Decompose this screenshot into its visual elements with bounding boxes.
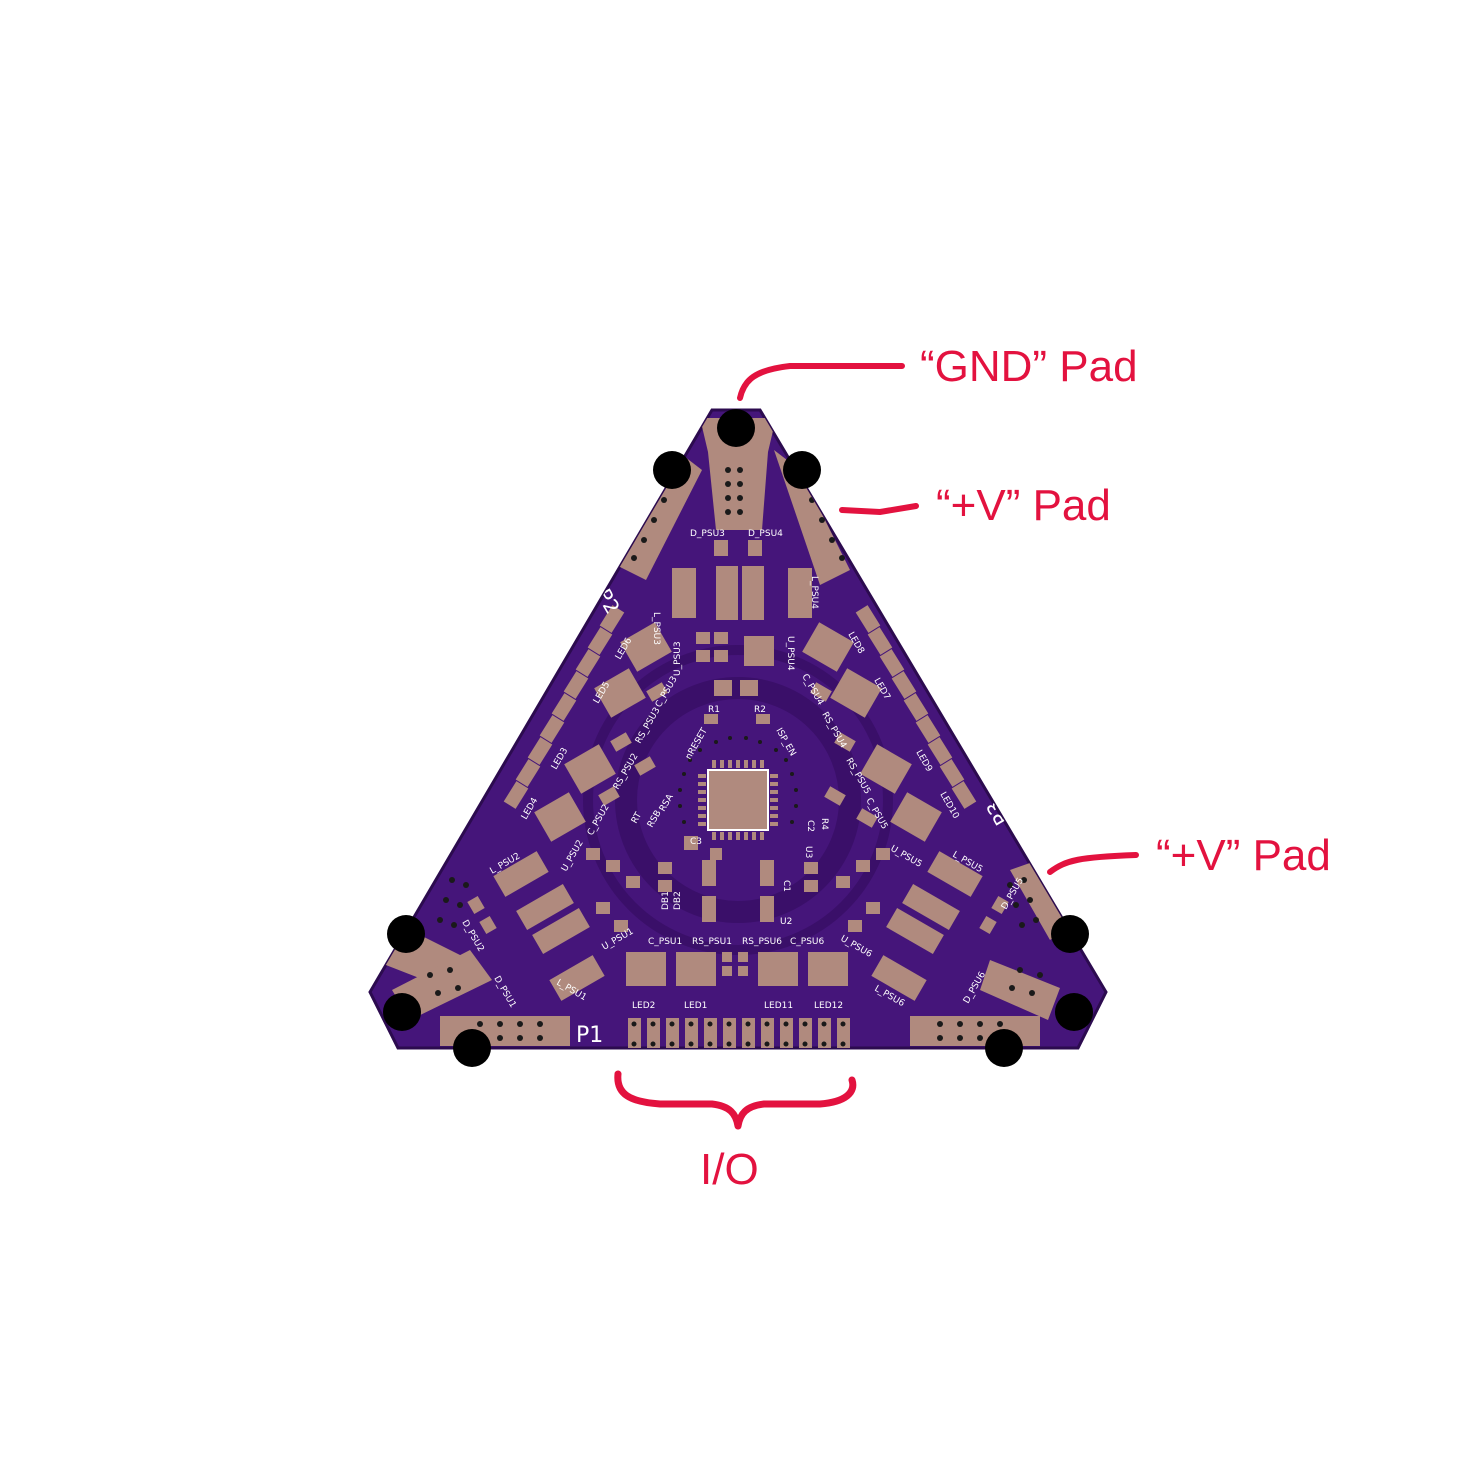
top-power-components	[672, 540, 812, 724]
label-l-psu3: L_PSU3	[651, 612, 661, 645]
label-d-psu3: D_PSU3	[690, 529, 725, 539]
label-db1: DB1	[661, 891, 671, 910]
mounting-holes	[383, 409, 1093, 1067]
label-led12: LED12	[814, 1001, 843, 1011]
label-r2: R2	[754, 705, 766, 715]
label-c3: C3	[690, 837, 702, 847]
label-c2: C2	[805, 820, 815, 832]
contact-dot-bl-3	[453, 1029, 491, 1067]
contact-dot-bl-2	[383, 993, 421, 1031]
label-u-psu4: U_PSU4	[785, 636, 795, 671]
contact-dot-br-1	[1051, 915, 1089, 953]
center-ring	[615, 677, 861, 923]
contact-dot-top-left	[653, 451, 691, 489]
led-arrays-bottom	[626, 952, 848, 986]
microcontroller-chip	[707, 769, 769, 831]
label-db2: DB2	[673, 891, 683, 910]
io-header-pads	[628, 1018, 850, 1048]
right-edge-pads	[855, 605, 977, 809]
label-rs-psu1: RS_PSU1	[692, 937, 732, 947]
label-c-psu6: C_PSU6	[790, 937, 825, 947]
label-rs-psu6: RS_PSU6	[742, 937, 782, 947]
label-u-psu3: U_PSU3	[673, 641, 683, 676]
v-pad-upper-pointer-line	[839, 503, 919, 516]
label-p1: P1	[576, 1023, 603, 1048]
label-d-psu4: D_PSU4	[748, 529, 783, 539]
bottom-right-power-components	[760, 848, 1009, 1001]
label-led11: LED11	[764, 1001, 793, 1011]
label-u2: U2	[780, 917, 792, 927]
label-r1: R1	[708, 705, 720, 715]
label-c1: C1	[781, 880, 791, 892]
contact-dot-bl-1	[387, 915, 425, 953]
gnd-pointer-line	[737, 363, 905, 401]
pcb-board	[368, 408, 1108, 1050]
gnd-pad	[700, 418, 776, 530]
contact-dot-top-right	[783, 451, 821, 489]
crystal	[684, 836, 698, 850]
led-arrays-left	[534, 622, 672, 842]
gnd-contact-dot	[717, 409, 755, 447]
v-pad-upper-callout: “+V” Pad	[936, 481, 1111, 530]
v-pad-right-callout: “+V” Pad	[1156, 831, 1331, 880]
label-r4: R4	[819, 818, 829, 830]
gnd-pad-callout: “GND” Pad	[920, 342, 1138, 391]
io-brace	[614, 1070, 857, 1130]
left-edge-pads	[503, 605, 625, 809]
contact-dot-br-2	[1055, 993, 1093, 1031]
label-u3: U3	[803, 846, 813, 858]
contact-dot-br-3	[985, 1029, 1023, 1067]
label-led2: LED2	[632, 1001, 655, 1011]
label-led1: LED1	[684, 1001, 707, 1011]
bottom-left-power-components	[467, 848, 716, 1001]
mcu-pins	[698, 760, 778, 840]
v-pad-right-pointer-line	[1047, 852, 1139, 875]
pad-br-2	[980, 960, 1060, 1020]
label-c-psu1: C_PSU1	[648, 937, 682, 947]
io-callout: I/O	[700, 1145, 759, 1194]
label-l-psu4: L_PSU4	[809, 576, 819, 609]
led-arrays-right	[802, 622, 942, 842]
